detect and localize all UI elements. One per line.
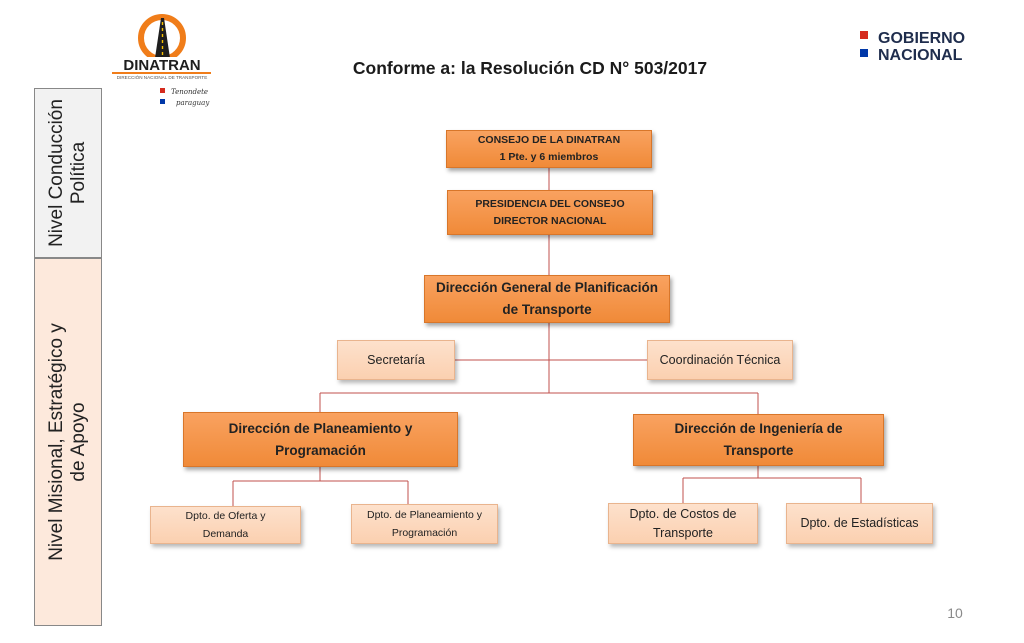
org-box-dpto-estadisticas: Dpto. de Estadísticas [786, 503, 933, 544]
org-box-dpto-planeamiento-programacion: Dpto. de Planeamiento y Programación [351, 504, 498, 544]
page-title: Conforme a: la Resolución CD N° 503/2017 [352, 58, 708, 78]
level-band-conduccion: Nivel Conducción Política [34, 88, 102, 258]
level-label-misional: Nivel Misional, Estratégico y de Apoyo [46, 323, 89, 561]
org-box-direccion-general: Dirección General de Planificación de Tr… [424, 275, 670, 323]
road-logo-icon: DINATRAN DIRECCIÓN NACIONAL DE TRANSPORT… [112, 14, 211, 107]
org-box-coordinacion-tecnica: Coordinación Técnica [647, 340, 793, 380]
svg-text:paraguay: paraguay [176, 99, 210, 107]
svg-text:DIRECCIÓN NACIONAL DE TRANSPOR: DIRECCIÓN NACIONAL DE TRANSPORTE [117, 74, 208, 80]
org-box-consejo: CONSEJO DE LA DINATRAN 1 Pte. y 6 miembr… [446, 130, 652, 168]
dinatran-logo: DINATRAN DIRECCIÓN NACIONAL DE TRANSPORT… [110, 8, 215, 113]
svg-text:GOBIERNO: GOBIERNO [878, 30, 965, 47]
org-box-dpto-oferta-demanda: Dpto. de Oferta y Demanda [150, 506, 301, 544]
svg-text:Tenondete: Tenondete [171, 88, 208, 96]
org-box-direccion-ingenieria: Dirección de Ingeniería de Transporte [633, 414, 884, 466]
level-label-conduccion: Nivel Conducción Política [46, 99, 89, 247]
page-number: 10 [947, 605, 963, 621]
level-band-misional: Nivel Misional, Estratégico y de Apoyo [34, 258, 102, 626]
org-box-direccion-planeamiento: Dirección de Planeamiento y Programación [183, 412, 458, 467]
org-box-presidencia: PRESIDENCIA DEL CONSEJO DIRECTOR NACIONA… [447, 190, 653, 235]
svg-text:NACIONAL: NACIONAL [878, 47, 963, 64]
org-box-secretaria: Secretaría [337, 340, 455, 380]
svg-text:DINATRAN: DINATRAN [123, 57, 200, 74]
org-box-dpto-costos-transporte: Dpto. de Costos de Transporte [608, 503, 758, 544]
gobierno-nacional-logo: GOBIERNO NACIONAL [858, 28, 988, 68]
gobierno-logo-icon: GOBIERNO NACIONAL [860, 30, 965, 64]
